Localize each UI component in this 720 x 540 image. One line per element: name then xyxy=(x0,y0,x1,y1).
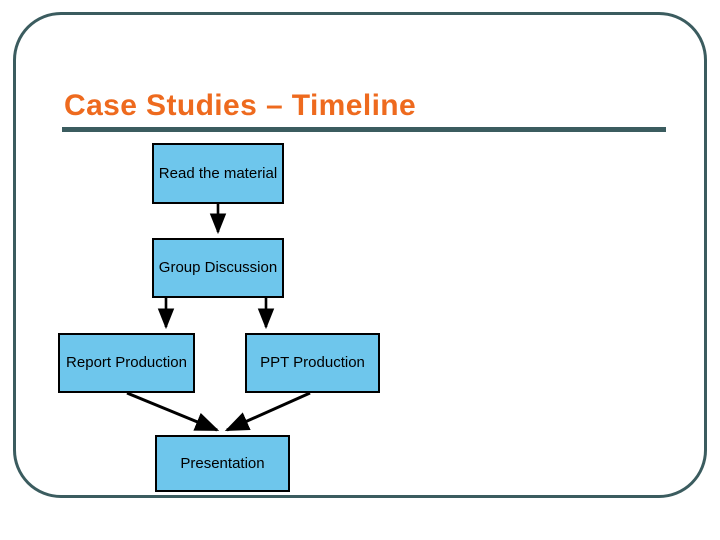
flow-node-report-production[interactable]: Report Production xyxy=(58,333,195,393)
flow-node-ppt-production[interactable]: PPT Production xyxy=(245,333,380,393)
page-title: Case Studies – Timeline xyxy=(64,89,417,122)
title-divider-rule xyxy=(62,127,666,132)
flow-node-presentation[interactable]: Presentation xyxy=(155,435,290,492)
flow-node-read-the-material[interactable]: Read the material xyxy=(152,143,284,204)
connector-report-to-presentation xyxy=(126,391,220,432)
flow-node-group-discussion[interactable]: Group Discussion xyxy=(152,238,284,298)
connector-ppt-to-presentation xyxy=(224,391,311,432)
